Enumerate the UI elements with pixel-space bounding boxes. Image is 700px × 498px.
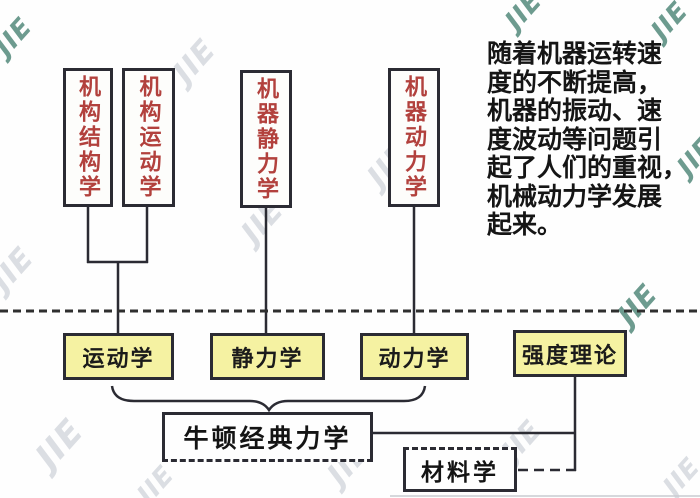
box-machine-dynamics: 机器动力学: [388, 68, 440, 207]
box-machine-statics: 机器静力学: [240, 70, 292, 208]
box-kinematics: 运动学: [63, 333, 174, 380]
box-kinematics-label: 运动学: [82, 345, 155, 372]
note-line: 起了人们的重视，: [487, 153, 688, 182]
note-line: 度的不断提高，: [487, 67, 663, 97]
box-materials-science: 材料学: [403, 447, 517, 492]
box-mechanism-structure-label: 机构结构学: [75, 75, 101, 200]
note-line: 随着机器运转速: [487, 39, 663, 68]
box-dynamics-label: 动力学: [378, 345, 451, 372]
brace-to-newton: [110, 385, 427, 413]
box-strength-theory: 强度理论: [513, 330, 627, 377]
box-materials-label: 材料学: [421, 458, 499, 486]
box-newton-classical-mechanics: 牛顿经典力学: [162, 412, 373, 462]
box-statics-label: 静力学: [231, 345, 304, 372]
box-mechanism-kinematics: 机构运动学: [122, 68, 175, 207]
box-newton-label: 牛顿经典力学: [183, 424, 352, 453]
box-mechanism-kinematics-label: 机构运动学: [135, 75, 162, 200]
note-line: 度波动等问题引: [487, 124, 663, 154]
box-strength-theory-label: 强度理论: [521, 342, 618, 369]
note-line: 起来。: [487, 210, 563, 239]
note-paragraph: 随着机器运转速 度的不断提高， 机器的振动、速 度波动等问题引 起了人们的重视，…: [487, 39, 699, 240]
box-dynamics: 动力学: [360, 333, 469, 380]
box-machine-dynamics-label: 机器动力学: [401, 75, 427, 200]
box-machine-statics-label: 机器静力学: [253, 76, 279, 202]
note-line: 机器的振动、速: [487, 96, 663, 125]
note-line: 机械动力学发展: [487, 181, 663, 211]
box-mechanism-structure: 机构结构学: [63, 68, 113, 207]
box-statics: 静力学: [210, 333, 325, 380]
